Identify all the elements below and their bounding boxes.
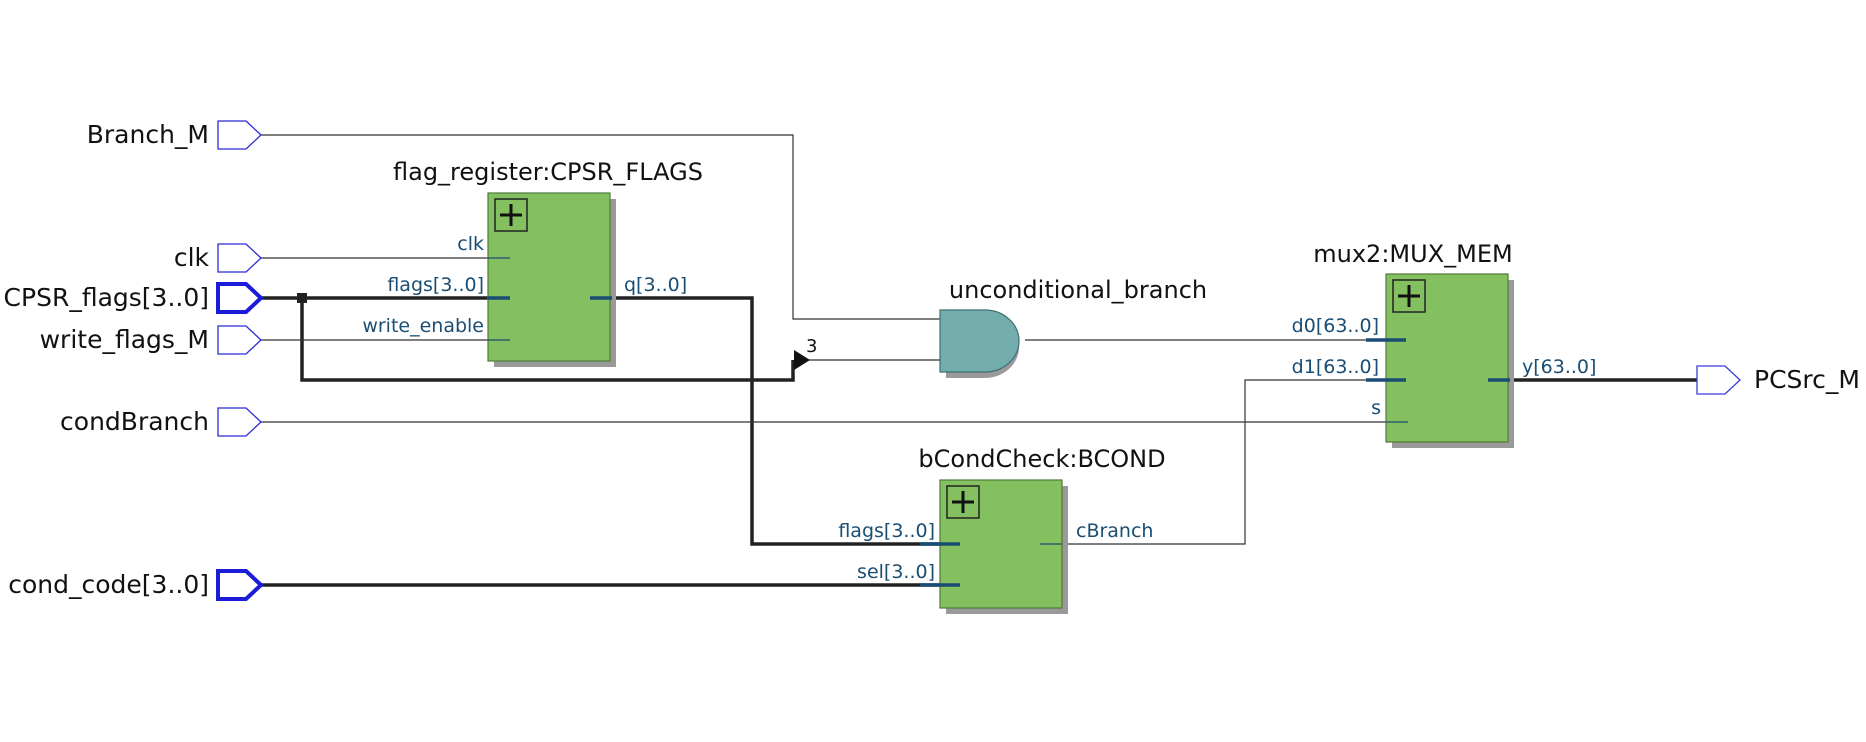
input-port-icon — [217, 243, 262, 273]
port-cpsr-flags[interactable]: CPSR_flags[3..0] — [4, 282, 264, 314]
wire-branch-m — [260, 134, 940, 320]
pin-label-cbranch: cBranch — [1076, 520, 1153, 542]
pin-label-flags: flags[3..0] — [838, 520, 935, 542]
bit-index-label: 3 — [806, 336, 817, 357]
port-label-condbranch: condBranch — [60, 407, 209, 436]
expand-icon[interactable] — [946, 485, 980, 519]
wire-cbranch — [1040, 379, 1370, 545]
pin-label-q: q[3..0] — [624, 274, 687, 296]
wire-cpsr-bit3 — [300, 298, 795, 382]
port-label-cpsr-flags: CPSR_flags[3..0] — [4, 283, 209, 312]
junction-dot — [297, 293, 307, 303]
port-label-branch-m: Branch_M — [87, 120, 209, 149]
instance-title-mux: mux2:MUX_MEM — [1313, 240, 1512, 268]
port-pcsrc-m[interactable]: PCSrc_M — [1696, 365, 1860, 395]
input-bus-port-icon — [216, 282, 264, 314]
input-port-icon — [217, 120, 262, 150]
port-branch-m[interactable]: Branch_M — [87, 120, 262, 150]
port-label-cond-code: cond_code[3..0] — [8, 570, 209, 599]
pin-label-y: y[63..0] — [1522, 356, 1596, 378]
pin-label-clk: clk — [457, 233, 484, 255]
instance-bcond[interactable]: bCondCheck:BCOND flags[3..0] sel[3..0] c… — [838, 445, 1166, 614]
pin-label-sel: sel[3..0] — [857, 561, 935, 583]
and-gate-icon — [939, 309, 1020, 373]
port-write-flags-m[interactable]: write_flags_M — [40, 325, 262, 355]
instance-title-and-gate: unconditional_branch — [949, 276, 1207, 304]
port-label-write-flags-m: write_flags_M — [40, 325, 209, 354]
wire-q-bus — [590, 296, 955, 546]
input-port-icon — [217, 325, 262, 355]
pin-label-flags: flags[3..0] — [387, 274, 484, 296]
input-port-icon — [217, 407, 262, 437]
port-label-clk: clk — [174, 243, 210, 272]
pin-label-d1: d1[63..0] — [1292, 356, 1379, 378]
instance-title-flag-register: flag_register:CPSR_FLAGS — [393, 158, 703, 186]
port-label-pcsrc-m: PCSrc_M — [1754, 365, 1860, 394]
instance-and-gate[interactable]: unconditional_branch — [939, 276, 1207, 378]
instance-title-bcond: bCondCheck:BCOND — [918, 445, 1165, 473]
expand-icon[interactable] — [494, 198, 528, 232]
instance-flag-register[interactable]: flag_register:CPSR_FLAGS clk flags[3..0]… — [362, 158, 703, 367]
port-clk[interactable]: clk — [174, 243, 262, 273]
bit-select-arrow — [794, 350, 810, 370]
output-port-icon — [1696, 365, 1741, 395]
expand-icon[interactable] — [1392, 279, 1426, 313]
pin-label-s: s — [1371, 397, 1381, 419]
pin-label-write-enable: write_enable — [362, 315, 484, 337]
port-cond-code[interactable]: cond_code[3..0] — [8, 569, 264, 601]
pin-label-d0: d0[63..0] — [1292, 315, 1379, 337]
input-bus-port-icon — [216, 569, 264, 601]
port-condbranch[interactable]: condBranch — [60, 407, 262, 437]
instance-mux[interactable]: mux2:MUX_MEM d0[63..0] d1[63..0] s y[63.… — [1292, 240, 1597, 448]
